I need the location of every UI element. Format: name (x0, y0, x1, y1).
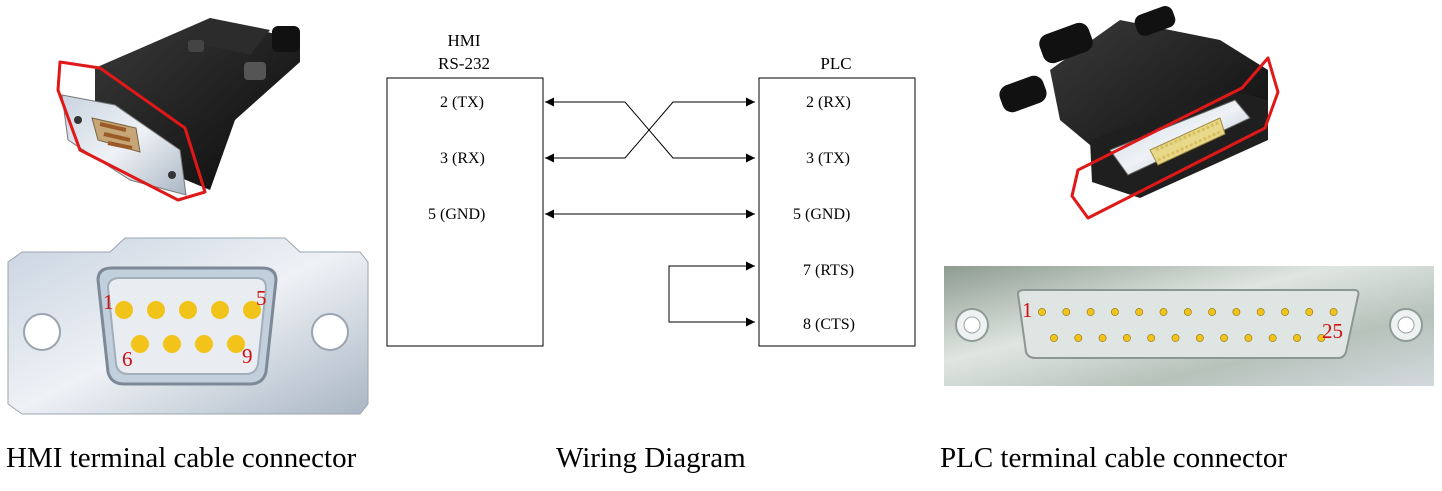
hmi-pin-label-6: 6 (122, 347, 133, 371)
plc-pin-2-rx: 2 (RX) (806, 94, 851, 111)
plc-pin-7-rts: 7 (RTS) (803, 262, 854, 279)
plc-pin-7 (1183, 308, 1192, 316)
hmi-pin-5 (243, 301, 261, 319)
plc-db25-front-face-image: 1 25 (944, 266, 1434, 386)
plc-pin-20 (1195, 334, 1204, 342)
wire-hmi-rx-to-plc-tx (545, 97, 755, 163)
hmi-pin-9 (227, 335, 245, 353)
plc-pin-5 (1135, 308, 1144, 316)
wiring-diagram: HMI RS-232 PLC 2 (TX) 3 (RX) 5 (GND) 2 (… (386, 31, 916, 347)
plc-pin-15 (1074, 334, 1083, 342)
plc-pin-23 (1268, 334, 1277, 342)
hmi-pin-7 (163, 335, 181, 353)
wire-rts-cts-loopback (668, 261, 755, 327)
plc-pin-13 (1329, 308, 1338, 316)
plc-pin-10 (1256, 308, 1265, 316)
plc-pin-2 (1062, 308, 1071, 316)
plc-pin-22 (1244, 334, 1253, 342)
hmi-pin-2 (147, 301, 165, 319)
hmi-pin-label-5: 5 (256, 286, 267, 310)
hmi-header-line1: HMI (447, 31, 480, 50)
hmi-pin-4 (211, 301, 229, 319)
hmi-pin-3-rx: 3 (RX) (440, 150, 485, 167)
hmi-pin-label-1: 1 (103, 290, 114, 314)
hmi-connector-caption: HMI terminal cable connector (6, 442, 357, 474)
plc-pin-8-cts: 8 (CTS) (803, 316, 855, 333)
hmi-pin-8 (195, 335, 213, 353)
hmi-pin-6 (131, 335, 149, 353)
hmi-pin-2-tx: 2 (TX) (440, 94, 484, 111)
hmi-pin-5-gnd: 5 (GND) (428, 206, 485, 223)
plc-pin-17 (1123, 334, 1131, 342)
plc-db25-pins (1038, 308, 1338, 342)
hmi-db9-connector-image (56, 18, 300, 202)
plc-pin-21 (1220, 334, 1228, 342)
plc-pin-11 (1281, 308, 1289, 316)
plc-pin-14 (1050, 334, 1058, 342)
plc-pin-25 (1317, 334, 1326, 342)
wiring-diagram-caption: Wiring Diagram (556, 442, 746, 474)
plc-pin-3-tx: 3 (TX) (806, 150, 850, 167)
plc-pin-3 (1086, 308, 1095, 316)
plc-pin-4 (1111, 308, 1119, 316)
hmi-pin-1 (115, 301, 133, 319)
plc-pin-12 (1305, 308, 1314, 316)
plc-header: PLC (820, 54, 851, 73)
plc-pin-19 (1171, 334, 1180, 342)
hmi-pin-3 (179, 301, 197, 319)
hmi-db9-front-face-image: 1 5 6 9 (7, 237, 369, 415)
plc-pin-label-25: 25 (1322, 319, 1343, 343)
plc-pin-9 (1232, 308, 1241, 316)
plc-pin-18 (1147, 334, 1156, 342)
plc-pin-5-gnd: 5 (GND) (793, 206, 850, 223)
wire-hmi-tx-to-plc-rx (545, 97, 755, 163)
hmi-header-line2: RS-232 (438, 54, 490, 73)
plc-terminal-box (758, 77, 916, 347)
plc-db25-connector-image (999, 6, 1280, 220)
plc-pin-1 (1038, 308, 1046, 316)
hmi-pin-label-9: 9 (242, 344, 253, 368)
plc-connector-caption: PLC terminal cable connector (940, 442, 1288, 474)
plc-pin-16 (1098, 334, 1107, 342)
plc-pin-6 (1159, 308, 1168, 316)
plc-pin-8 (1208, 308, 1216, 316)
plc-pin-label-1: 1 (1022, 298, 1033, 322)
plc-pin-24 (1293, 334, 1301, 342)
hmi-terminal-box (386, 77, 544, 347)
